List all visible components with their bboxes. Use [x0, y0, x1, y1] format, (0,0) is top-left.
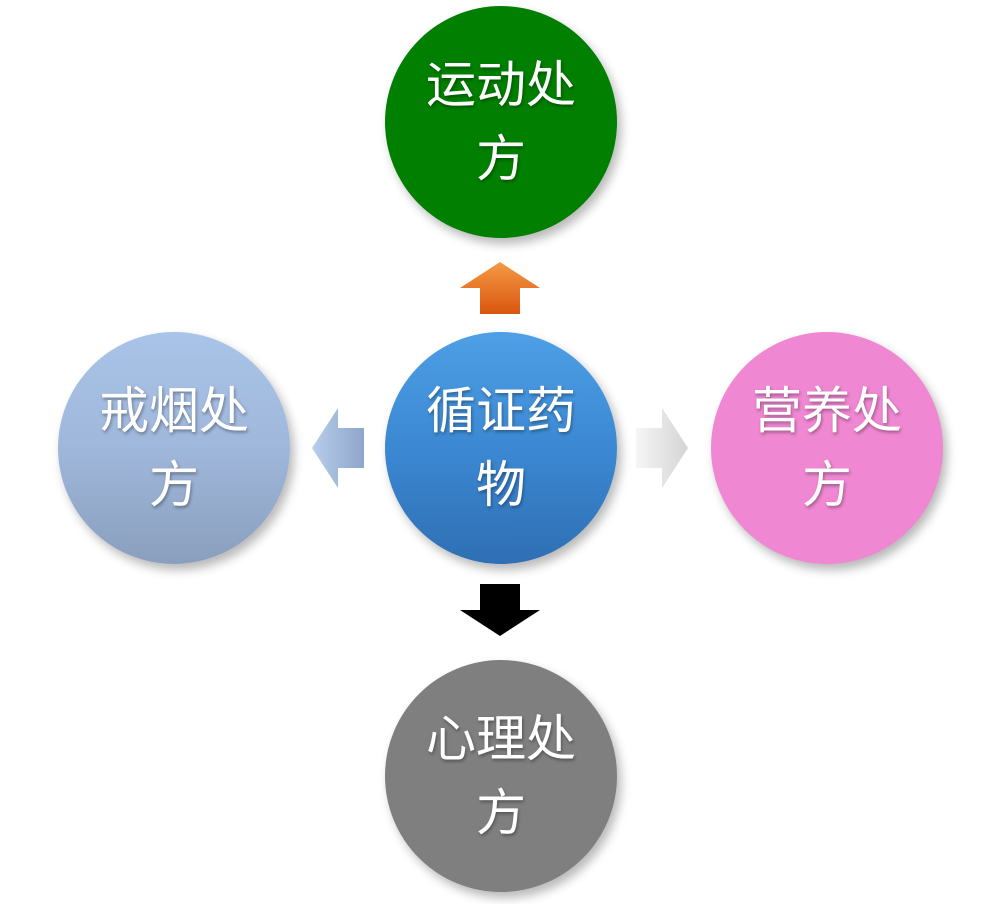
left-node-label: 戒烟处方 — [99, 382, 249, 514]
bottom-node-psychological-prescription: 心理处方 — [385, 660, 617, 892]
right-node-nutrition-prescription: 营养处方 — [711, 332, 943, 564]
left-node-smoking-cessation-prescription: 戒烟处方 — [58, 332, 290, 564]
arrow-left-icon — [312, 408, 364, 488]
center-node-label: 循证药物 — [426, 382, 576, 514]
arrow-up-icon — [460, 262, 540, 314]
arrow-right-icon — [636, 408, 688, 488]
bottom-node-label: 心理处方 — [426, 710, 576, 842]
top-node-label: 运动处方 — [426, 56, 576, 188]
arrow-down-icon — [460, 584, 540, 636]
top-node-exercise-prescription: 运动处方 — [385, 6, 617, 238]
center-node-evidence-based-medicine: 循证药物 — [385, 332, 617, 564]
right-node-label: 营养处方 — [752, 382, 902, 514]
